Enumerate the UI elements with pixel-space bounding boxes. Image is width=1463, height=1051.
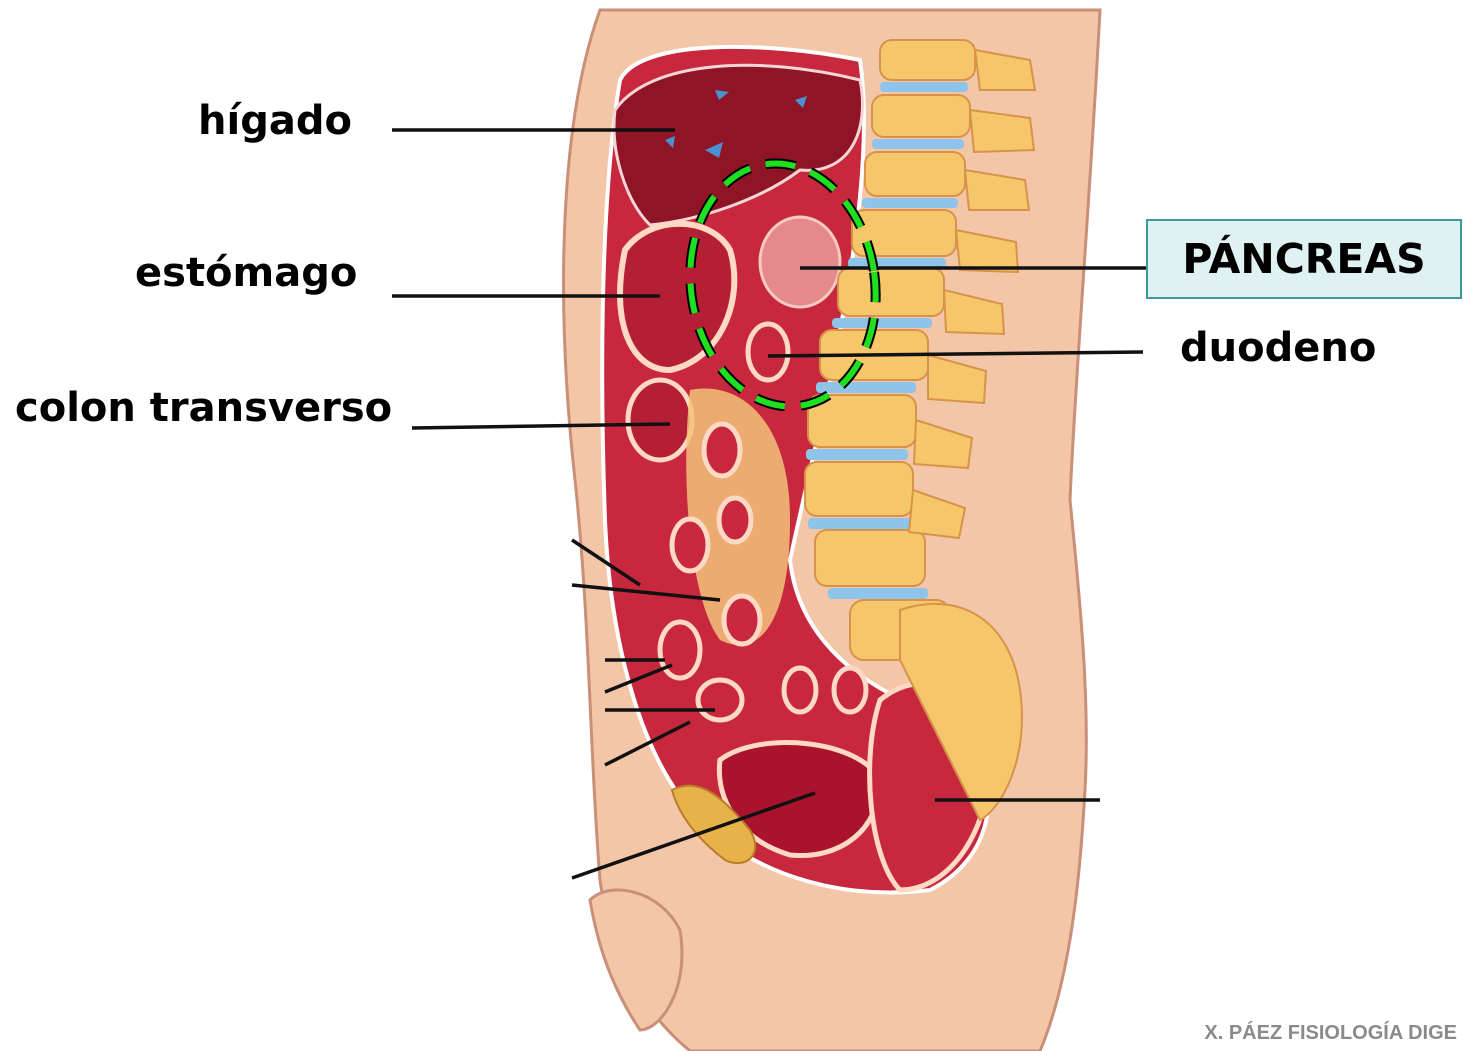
label-colon-transverso: colon transverso xyxy=(15,385,392,431)
label-pancreas: PÁNCREAS xyxy=(1182,235,1425,283)
label-higado: hígado xyxy=(198,98,352,144)
label-estomago: estómago xyxy=(135,250,357,296)
credit-footer: X. PÁEZ FISIOLOGÍA DIGE xyxy=(1204,1022,1457,1045)
label-duodeno: duodeno xyxy=(1180,325,1376,371)
pancreas-organ xyxy=(760,217,840,307)
genital-outline xyxy=(590,890,682,1030)
duodenum-organ xyxy=(748,324,788,380)
transverse-colon-organ xyxy=(628,380,692,460)
pancreas-label-box: PÁNCREAS xyxy=(1146,219,1462,299)
